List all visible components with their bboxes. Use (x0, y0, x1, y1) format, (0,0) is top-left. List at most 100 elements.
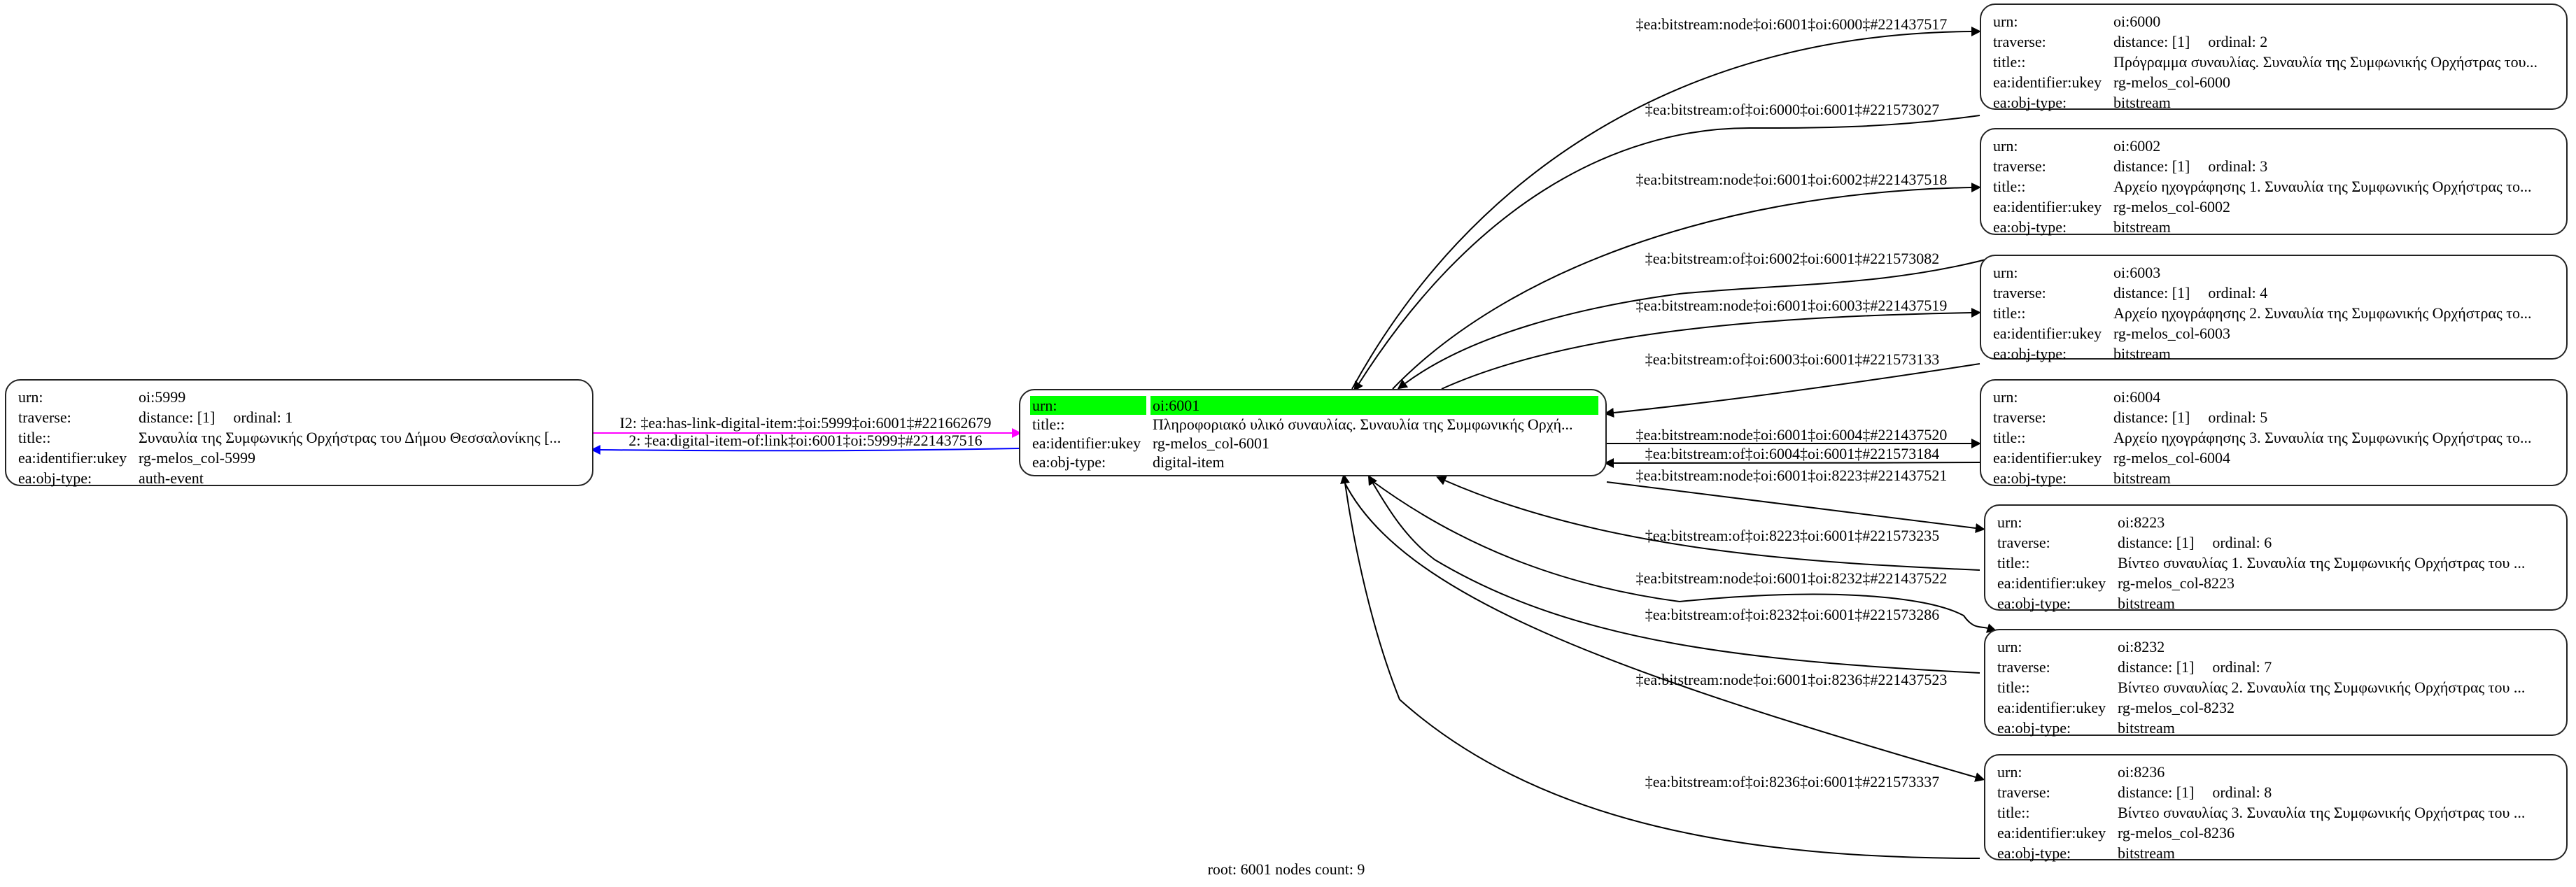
edge-6001-to-8223: ‡ea:bitstream:node‡oi:6001‡oi:8223‡#2214… (1606, 467, 1985, 533)
field-key: ea:obj-type: (1997, 595, 2071, 612)
edge-line (1392, 183, 1981, 390)
field-key: urn: (1993, 137, 2018, 155)
field-value-text: Βίντεο συναυλίας 3. Συναυλία της Συμφωνι… (2118, 804, 2526, 821)
field-value-text: distance: [1] (2113, 33, 2190, 50)
edge-label: ‡ea:bitstream:node‡oi:6001‡oi:6000‡#2214… (1636, 15, 1948, 33)
node-field-row: ea:obj-type:auth-event (16, 469, 585, 488)
edge-label: ‡ea:bitstream:of‡oi:6000‡oi:6001‡#221573… (1645, 101, 1939, 118)
field-value: bitstream (2111, 469, 2559, 488)
node-field-row: traverse:distance: [1]ordinal: 4 (1991, 283, 2559, 302)
edge-6001-to-6004: ‡ea:bitstream:node‡oi:6001‡oi:6004‡#2214… (1607, 426, 1981, 448)
node-field-row: traverse:distance: [1]ordinal: 5 (1991, 408, 2559, 427)
field-value-text: oi:8223 (2118, 513, 2165, 531)
field-value-text: rg-melos_col-8223 (2118, 574, 2235, 592)
ordinal-value: ordinal: 6 (2212, 534, 2272, 551)
field-value-text: digital-item (1153, 453, 1225, 471)
node-field-row: title::Αρχείο ηχογράφησης 3. Συναυλία τη… (1991, 428, 2559, 447)
field-value-text: oi:6004 (2113, 388, 2161, 406)
node-field-row: title::Βίντεο συναυλίας 1. Συναυλία της … (1995, 553, 2559, 572)
graph-node-8232[interactable]: urn: oi:8232 traverse:distance: [1]ordinal… (1984, 629, 2568, 737)
field-value-text: bitstream (2113, 218, 2171, 236)
node-field-row: title::Αρχείο ηχογράφησης 1. Συναυλία τη… (1991, 177, 2559, 196)
field-value-text: Βίντεο συναυλίας 1. Συναυλία της Συμφωνι… (2118, 554, 2526, 572)
field-value-text: bitstream (2113, 94, 2171, 111)
node-field-row: urn: oi:8223 (1995, 513, 2559, 532)
node-field-row: ea:identifier:ukey rg-melos_col-8236 (1995, 823, 2559, 842)
node-field-row: ea:obj-type: bitstream (1991, 93, 2559, 112)
field-value-text: rg-melos_col-6004 (2113, 449, 2231, 467)
field-value-text: oi:8236 (2118, 763, 2165, 781)
field-key: ea:obj-type: (1993, 94, 2067, 111)
node-field-row: ea:obj-type: bitstream (1995, 718, 2559, 737)
field-value-text: oi:6000 (2113, 13, 2161, 30)
edge-line (1351, 27, 1981, 390)
field-key: title:: (1993, 304, 2026, 322)
field-value: oi:6002 (2111, 136, 2559, 155)
field-value: distance: [1]ordinal: 1 (136, 408, 585, 427)
edge-line (1340, 474, 1980, 859)
node-field-row: title::Συναυλία της Συμφωνικής Ορχήστρας… (16, 428, 585, 447)
edge-line (1367, 474, 1980, 674)
node-field-row: urn:oi:5999 (16, 388, 585, 406)
edge-6001-to-5999: 2: ‡ea:digital-item-of:link‡oi:6001‡oi:5… (591, 432, 1020, 455)
field-value: Συναυλία της Συμφωνικής Ορχήστρας του Δή… (136, 428, 585, 447)
field-value-text: Αρχείο ηχογράφησης 2. Συναυλία της Συμφω… (2113, 304, 2532, 322)
field-value-text: distance: [1] (2118, 783, 2195, 801)
ordinal-value: ordinal: 5 (2208, 409, 2268, 426)
field-key: ea:identifier:ukey (1997, 574, 2106, 592)
node-field-row: urn:oi:6003 (1991, 263, 2559, 282)
node-field-row: ea:obj-type:bitstream (1991, 469, 2559, 488)
field-value: bitstream (2111, 344, 2559, 363)
field-key: traverse: (1993, 33, 2046, 50)
field-key: ea:identifier:ukey (1993, 449, 2102, 467)
field-value-text: rg-melos_col-8236 (2118, 824, 2235, 842)
field-key: title:: (1997, 804, 2030, 821)
field-value: Αρχείο ηχογράφησης 1. Συναυλία της Συμφω… (2111, 177, 2559, 196)
field-value-text: rg-melos_col-6000 (2113, 73, 2231, 91)
field-key: urn: (1997, 513, 2022, 531)
field-key: ea:identifier:ukey (1997, 824, 2106, 842)
edge-line (1397, 255, 2002, 390)
node-field-row: title::Βίντεο συναυλίας 2. Συναυλία της … (1995, 678, 2559, 697)
field-value: bitstream (2111, 93, 2559, 112)
field-value: bitstream (2111, 218, 2559, 236)
field-key: traverse: (1993, 284, 2046, 301)
node-field-row: traverse:distance: [1]ordinal: 2 (1991, 32, 2559, 51)
field-key: urn: (1997, 638, 2022, 655)
edge-8236-to-6001: ‡ea:bitstream:of‡oi:8236‡oi:6001‡#221573… (1340, 474, 1980, 859)
field-value: rg-melos_col-6000 (2111, 73, 2559, 92)
field-value: oi:8236 (2116, 762, 2559, 781)
edge-label: 2: ‡ea:digital-item-of:link‡oi:6001‡oi:5… (628, 432, 982, 449)
field-value: rg-melos_col-8236 (2116, 823, 2559, 842)
node-field-row: title::Πρόγραμμα συναυλίας. Συναυλία της… (1991, 52, 2559, 71)
node-field-row: traverse:distance: [1]ordinal: 7 (1995, 658, 2559, 676)
field-value-text: oi:8232 (2118, 638, 2165, 655)
edge-label: ‡ea:bitstream:of‡oi:8232‡oi:6001‡#221573… (1645, 606, 1939, 623)
node-field-row: ea:identifier:ukey rg-melos_col-6004 (1991, 448, 2559, 467)
field-value: Πληροφοριακό υλικό συναυλίας. Συναυλία τ… (1150, 415, 1598, 434)
field-key: ea:obj-type: (1997, 719, 2071, 737)
field-value-text: distance: [1] (2118, 534, 2195, 551)
field-key: ea:obj-type: (1997, 844, 2071, 862)
field-value: oi:5999 (136, 388, 585, 406)
field-value-text: bitstream (2118, 719, 2175, 737)
node-field-row: ea:identifier:ukey rg-melos_col-8223 (1995, 574, 2559, 592)
field-value-text: distance: [1] (2113, 157, 2190, 175)
ordinal-value: ordinal: 1 (233, 409, 293, 426)
field-value: Βίντεο συναυλίας 1. Συναυλία της Συμφωνι… (2116, 553, 2559, 572)
field-value-text: Συναυλία της Συμφωνικής Ορχήστρας του Δή… (139, 429, 561, 446)
field-key: ea:identifier:ukey (1993, 325, 2102, 342)
field-value: distance: [1]ordinal: 7 (2116, 658, 2559, 676)
node-field-row: title::Πληροφοριακό υλικό συναυλίας. Συν… (1030, 415, 1598, 434)
node-field-row: urn:oi:8236 (1995, 762, 2559, 781)
